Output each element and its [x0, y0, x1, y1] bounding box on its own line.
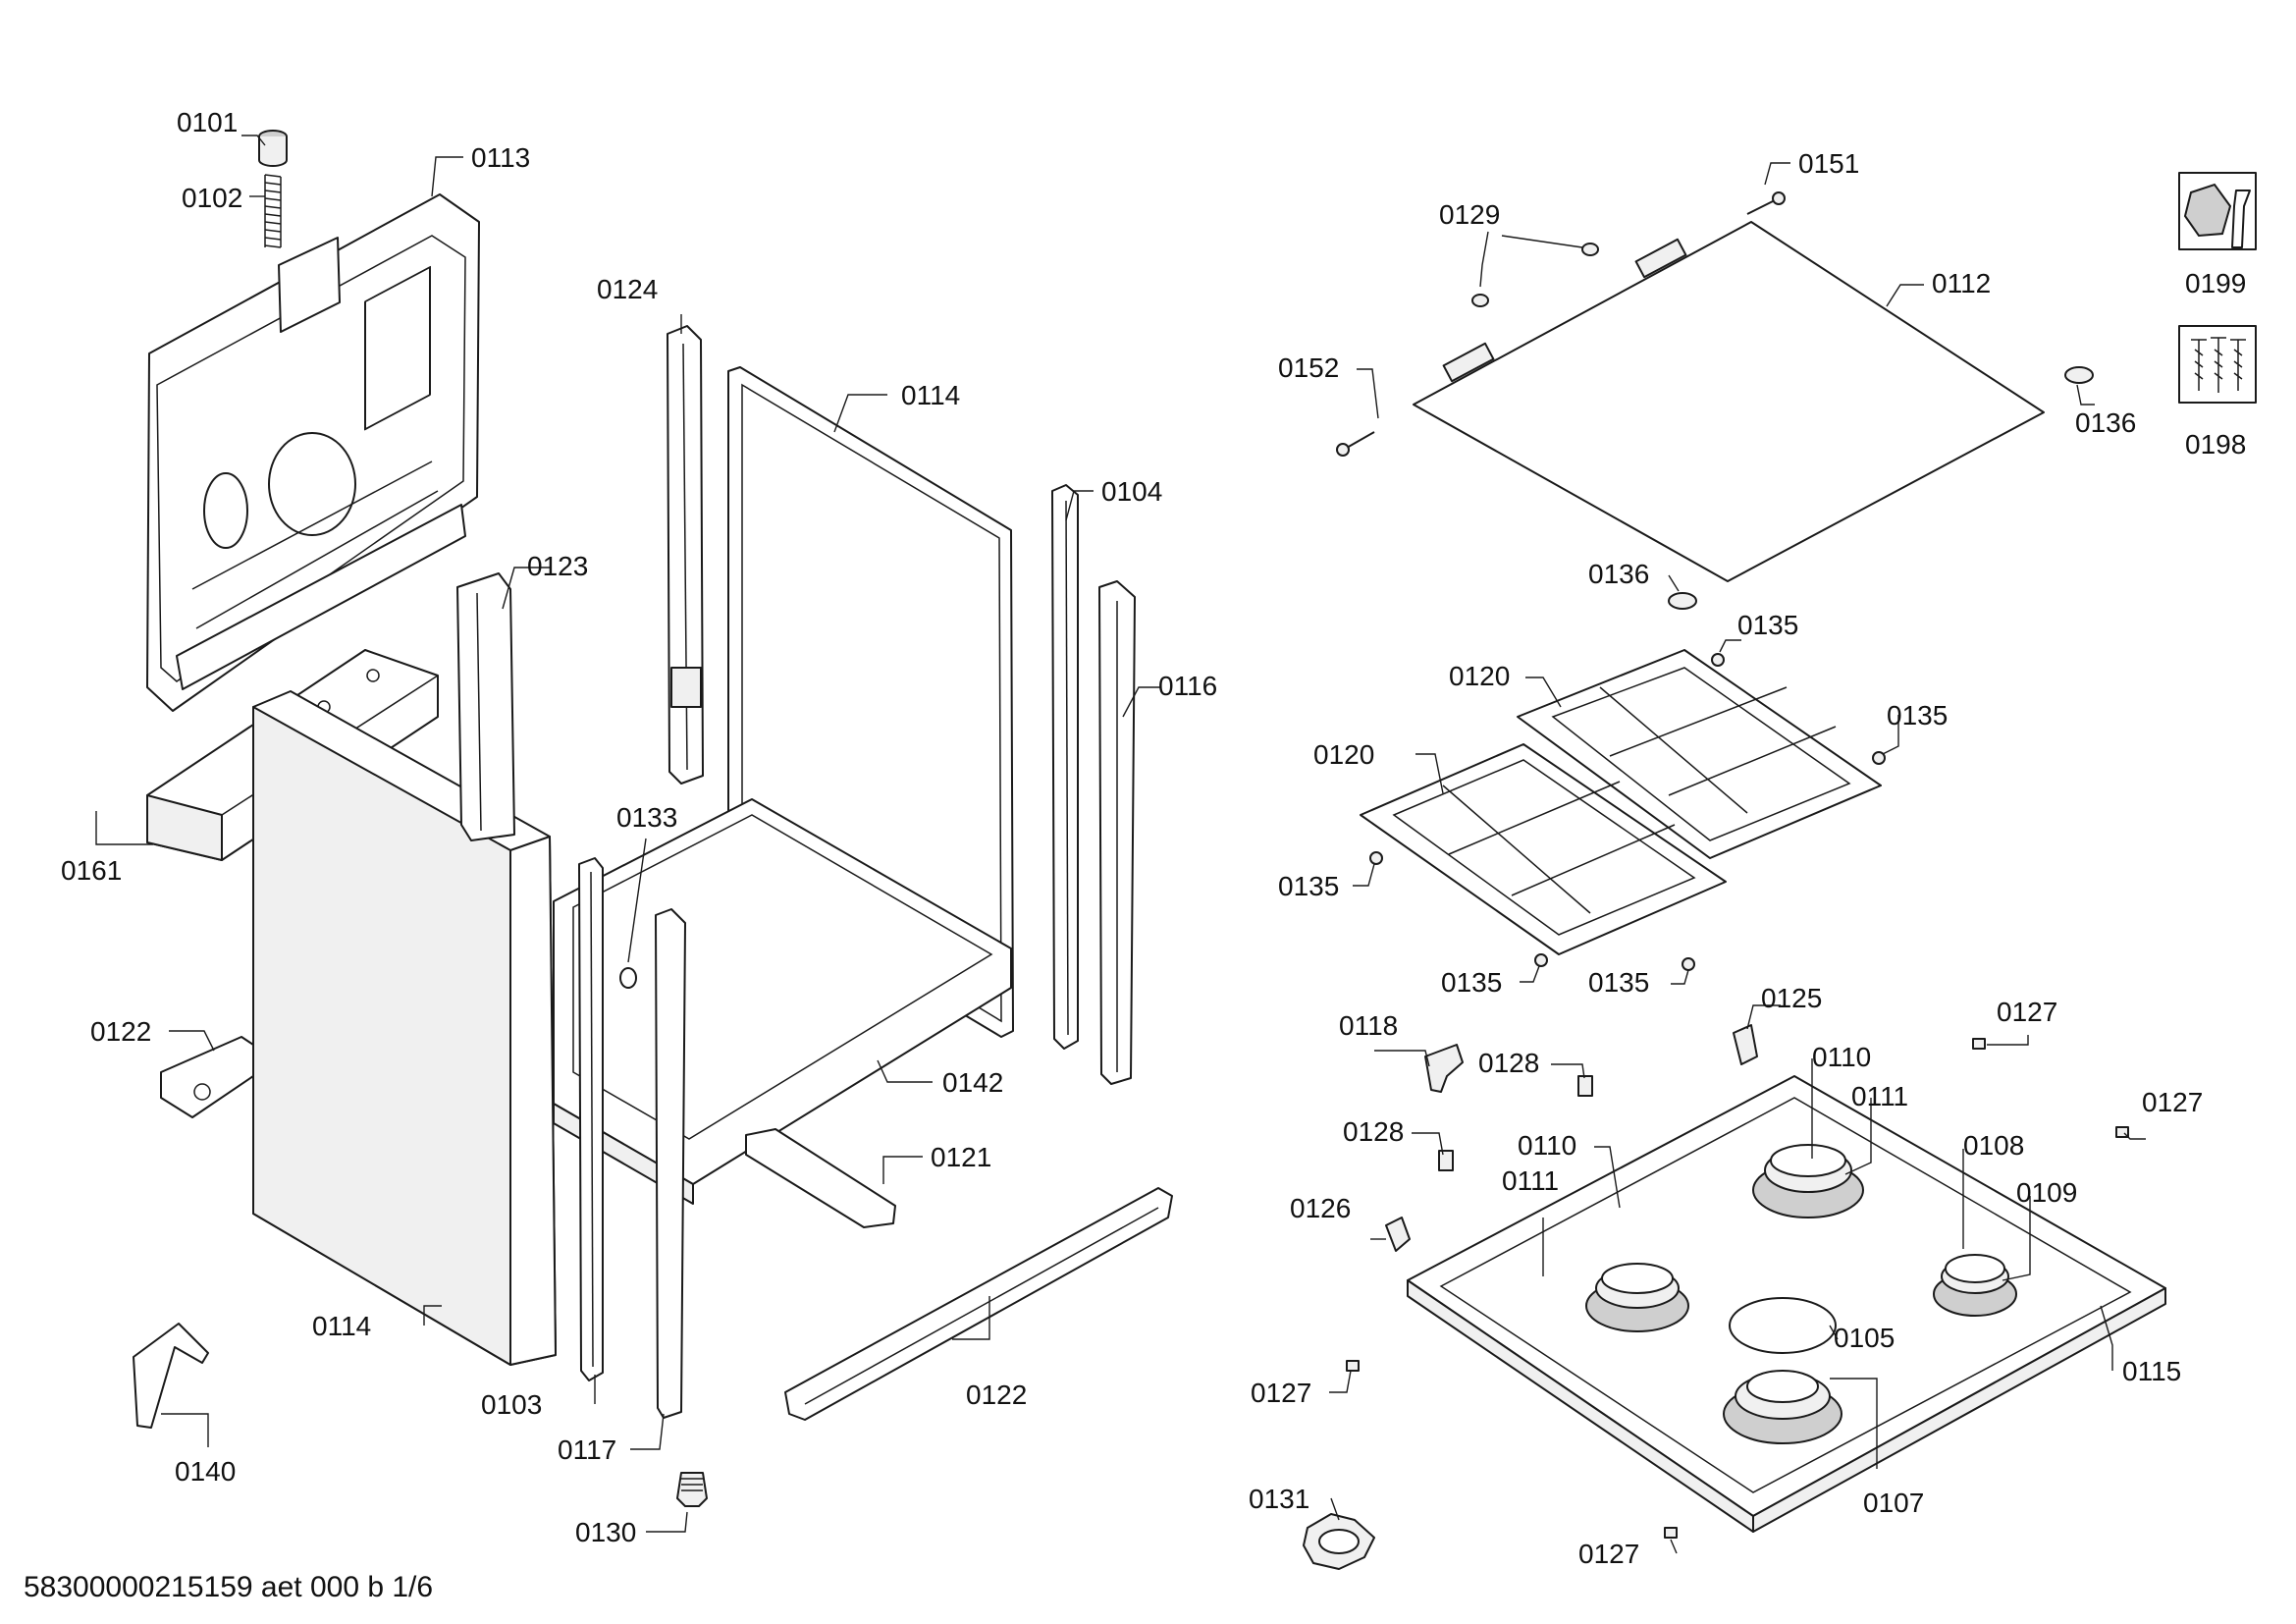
part-0114-side-panel-left: [252, 690, 557, 1366]
label-0136: 0136: [2075, 407, 2136, 438]
label-0114-b: 0114: [312, 1311, 371, 1341]
part-0113-back-panel: [146, 193, 480, 712]
part-0120-pan-support-back: [1517, 649, 1882, 859]
label-0126: 0126: [1290, 1193, 1351, 1223]
part-0151-screw: [1746, 191, 1786, 215]
part-0124-rail: [667, 325, 704, 785]
wrench-nut-icon: [2178, 172, 2257, 250]
label-0199: 0199: [2185, 268, 2246, 298]
label-0130: 0130: [575, 1517, 636, 1547]
label-0120-b: 0120: [1313, 739, 1374, 770]
part-0125-clip: [1733, 1024, 1758, 1065]
leader-lines: [95, 135, 2146, 1554]
part-0102-spring: [264, 174, 282, 248]
label-0127-d: 0127: [1578, 1539, 1639, 1569]
part-0104-rail: [1051, 484, 1079, 1050]
label-0128-b: 0128: [1343, 1116, 1404, 1147]
part-0126-clip: [1385, 1217, 1411, 1252]
label-0110: 0110: [1812, 1042, 1871, 1072]
label-0127-b: 0127: [2142, 1087, 2203, 1117]
part-0133-knob: [619, 967, 637, 989]
part-0107-burner-front: [1723, 1370, 1842, 1444]
label-0135: 0135: [1737, 610, 1798, 640]
part-0103-rail: [578, 857, 604, 1381]
part-0101-cap: [258, 130, 288, 167]
part-0121-rail: [745, 1128, 896, 1228]
label-0127-c: 0127: [1251, 1378, 1311, 1408]
label-0115: 0115: [2122, 1356, 2181, 1386]
part-0128-clip: [1438, 1075, 1593, 1171]
part-0108-burner-cap-right: [1933, 1254, 2017, 1317]
label-0127: 0127: [1997, 997, 2057, 1027]
part-0131-seal: [1303, 1513, 1375, 1570]
label-0112: 0112: [1932, 268, 1991, 298]
label-0114: 0114: [901, 380, 960, 410]
part-labels: 0101 0102 0113 0124 0114 0104 0123 0116 …: [61, 107, 2246, 1569]
label-0116: 0116: [1158, 671, 1217, 701]
label-0113: 0113: [471, 142, 530, 173]
part-0135-rubber-foot: [1369, 653, 1886, 971]
label-0111-b: 0111: [1502, 1165, 1559, 1196]
label-0151: 0151: [1798, 148, 1859, 179]
label-0125: 0125: [1761, 983, 1822, 1013]
label-0108: 0108: [1963, 1130, 2024, 1161]
part-0116-rail: [1098, 580, 1136, 1085]
label-0117: 0117: [558, 1435, 616, 1465]
label-0120: 0120: [1449, 661, 1510, 691]
part-0130-foot: [676, 1472, 708, 1507]
part-0112-lid: [1413, 221, 2045, 582]
label-0131: 0131: [1249, 1484, 1309, 1514]
label-0111: 0111: [1851, 1081, 1908, 1111]
label-0104: 0104: [1101, 476, 1162, 507]
label-0118: 0118: [1339, 1010, 1398, 1041]
label-0123: 0123: [527, 551, 588, 581]
part-0122-bottom-rail: [784, 1187, 1173, 1421]
part-0105-burner-spot: [1729, 1297, 1837, 1354]
part-0123-rail: [456, 572, 515, 841]
part-0127-clip: [1346, 1038, 2129, 1539]
label-0135-e: 0135: [1588, 967, 1649, 998]
document-id: 58300000215159 aet 000 b 1/6: [24, 1571, 433, 1603]
label-0124: 0124: [597, 274, 658, 304]
part-0110-burner-cap-left: [1585, 1263, 1689, 1332]
label-0122-b: 0122: [966, 1380, 1027, 1410]
label-0128: 0128: [1478, 1048, 1539, 1078]
label-0198: 0198: [2185, 429, 2246, 460]
label-0135-d: 0135: [1441, 967, 1502, 998]
label-0135-b: 0135: [1887, 700, 1948, 731]
label-0161: 0161: [61, 855, 122, 886]
part-0140-bracket: [133, 1323, 209, 1429]
part-0129-bumper: [1471, 243, 1599, 307]
label-0101: 0101: [177, 107, 238, 137]
screws-icon: [2178, 325, 2257, 404]
label-0122: 0122: [90, 1016, 151, 1047]
label-0105: 0105: [1834, 1323, 1895, 1353]
label-0136-b: 0136: [1588, 559, 1649, 589]
label-0140: 0140: [175, 1456, 236, 1487]
label-0129: 0129: [1439, 199, 1500, 230]
label-0103: 0103: [481, 1389, 542, 1420]
label-0107: 0107: [1863, 1488, 1924, 1518]
label-0135-c: 0135: [1278, 871, 1339, 901]
label-0102: 0102: [182, 183, 242, 213]
label-0152: 0152: [1278, 352, 1339, 383]
part-0118-clip: [1424, 1044, 1464, 1093]
part-0110-burner-cap-back: [1752, 1144, 1864, 1218]
part-0152-screw: [1336, 431, 1375, 457]
part-0122-bracket-left: [160, 1036, 254, 1118]
label-0121: 0121: [931, 1142, 991, 1172]
part-0117-rail: [655, 908, 686, 1419]
part-0120-pan-support-front: [1360, 743, 1727, 955]
part-0115-hob-plate: [1407, 1075, 2166, 1533]
label-0110-b: 0110: [1518, 1130, 1576, 1161]
label-0142: 0142: [942, 1067, 1003, 1098]
label-0109: 0109: [2016, 1177, 2077, 1208]
part-0136-bumper: [1668, 366, 2094, 610]
label-0133: 0133: [616, 802, 677, 833]
